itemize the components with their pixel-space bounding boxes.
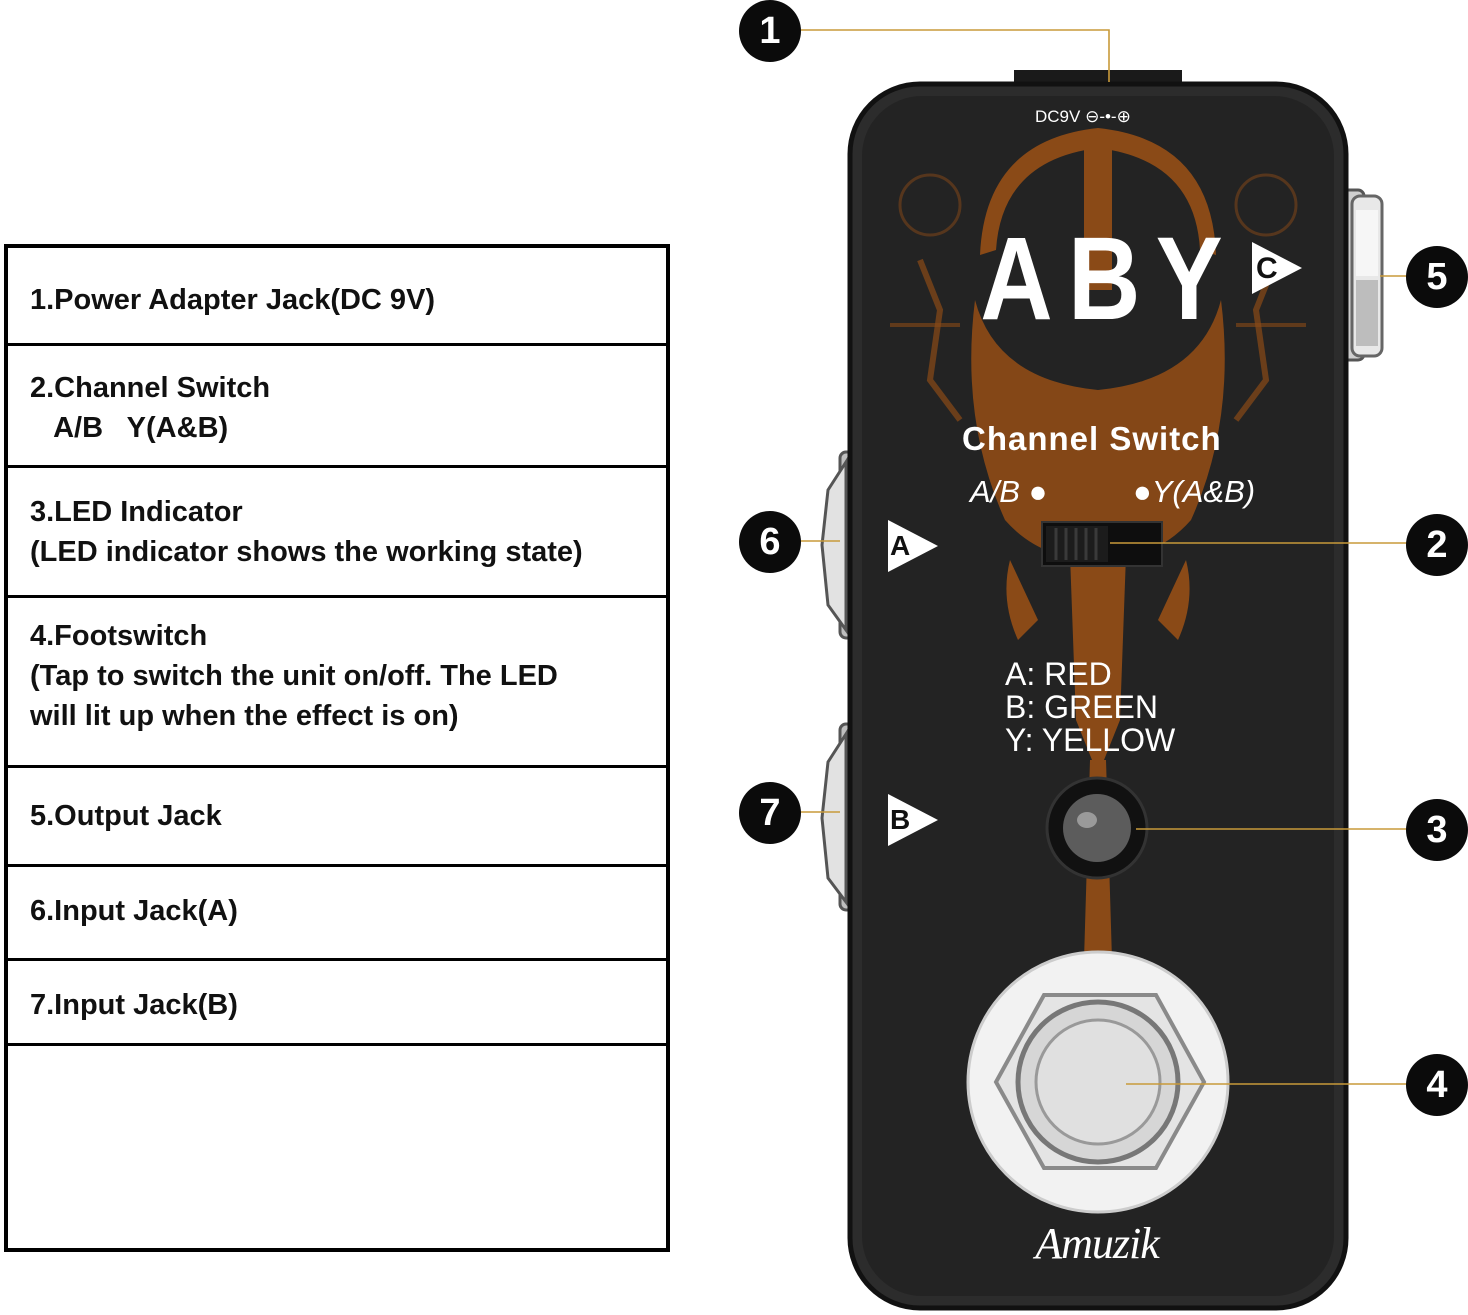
callout-5: 5 xyxy=(1406,246,1468,308)
channel-switch-title: Channel Switch xyxy=(962,420,1222,457)
channel-switch-y-label: ●Y(A&B) xyxy=(1133,474,1256,509)
led-key-y: Y: YELLOW xyxy=(1005,722,1176,758)
output-marker-letter: C xyxy=(1256,252,1278,285)
legend-text-input-b: 7.Input Jack(B) xyxy=(30,989,238,1021)
legend-row-channel-switch: 2.Channel Switch A/B Y(A&B) xyxy=(8,346,666,468)
callout-2: 2 xyxy=(1406,514,1468,576)
leader-lines xyxy=(800,29,1408,1085)
input-a-marker-triangle xyxy=(888,520,938,572)
channel-switch-ab-label: A/B ● xyxy=(970,474,1048,509)
legend-table: 1.Power Adapter Jack(DC 9V) 2.Channel Sw… xyxy=(4,244,670,1252)
legend-row-input-a: 6.Input Jack(A) xyxy=(8,867,666,961)
led-key-a: A: RED xyxy=(1005,656,1112,692)
led-key-b: B: GREEN xyxy=(1005,689,1158,725)
legend-text-power: 1.Power Adapter Jack(DC 9V) xyxy=(30,284,436,316)
legend-text-led: 3.LED Indicator (LED indicator shows the… xyxy=(30,496,583,568)
footswitch xyxy=(966,950,1230,1214)
brand-logo: Amuzik xyxy=(1035,1219,1160,1268)
legend-text-footswitch: 4.Footswitch (Tap to switch the unit on/… xyxy=(30,620,558,732)
input-a-marker-letter: A xyxy=(890,530,911,561)
legend-row-output: 5.Output Jack xyxy=(8,768,666,867)
legend-text-channel-switch: 2.Channel Switch A/B Y(A&B) xyxy=(30,372,271,444)
channel-switch xyxy=(1041,521,1163,567)
callout-3: 3 xyxy=(1406,799,1468,861)
led-indicator xyxy=(1045,776,1149,880)
legend-row-power: 1.Power Adapter Jack(DC 9V) xyxy=(8,248,666,346)
output-jack xyxy=(1336,188,1384,362)
model-name: ABY xyxy=(980,213,1238,345)
leader-line-1 xyxy=(800,29,1110,82)
callout-1: 1 xyxy=(739,0,801,62)
legend-text-output: 5.Output Jack xyxy=(30,800,222,832)
legend-text-input-a: 6.Input Jack(A) xyxy=(30,895,238,927)
callout-7: 7 xyxy=(739,782,801,844)
legend-row-led: 3.LED Indicator (LED indicator shows the… xyxy=(8,468,666,598)
callout-6: 6 xyxy=(739,511,801,573)
output-marker-triangle xyxy=(1252,242,1302,294)
legend-row-footswitch: 4.Footswitch (Tap to switch the unit on/… xyxy=(8,598,666,768)
power-jack-label: DC9V ⊖-•-⊕ xyxy=(1035,107,1131,126)
input-b-marker-triangle xyxy=(888,794,938,846)
callout-4: 4 xyxy=(1406,1054,1468,1116)
input-b-marker-letter: B xyxy=(890,804,911,835)
legend-row-input-b: 7.Input Jack(B) xyxy=(8,961,666,1046)
